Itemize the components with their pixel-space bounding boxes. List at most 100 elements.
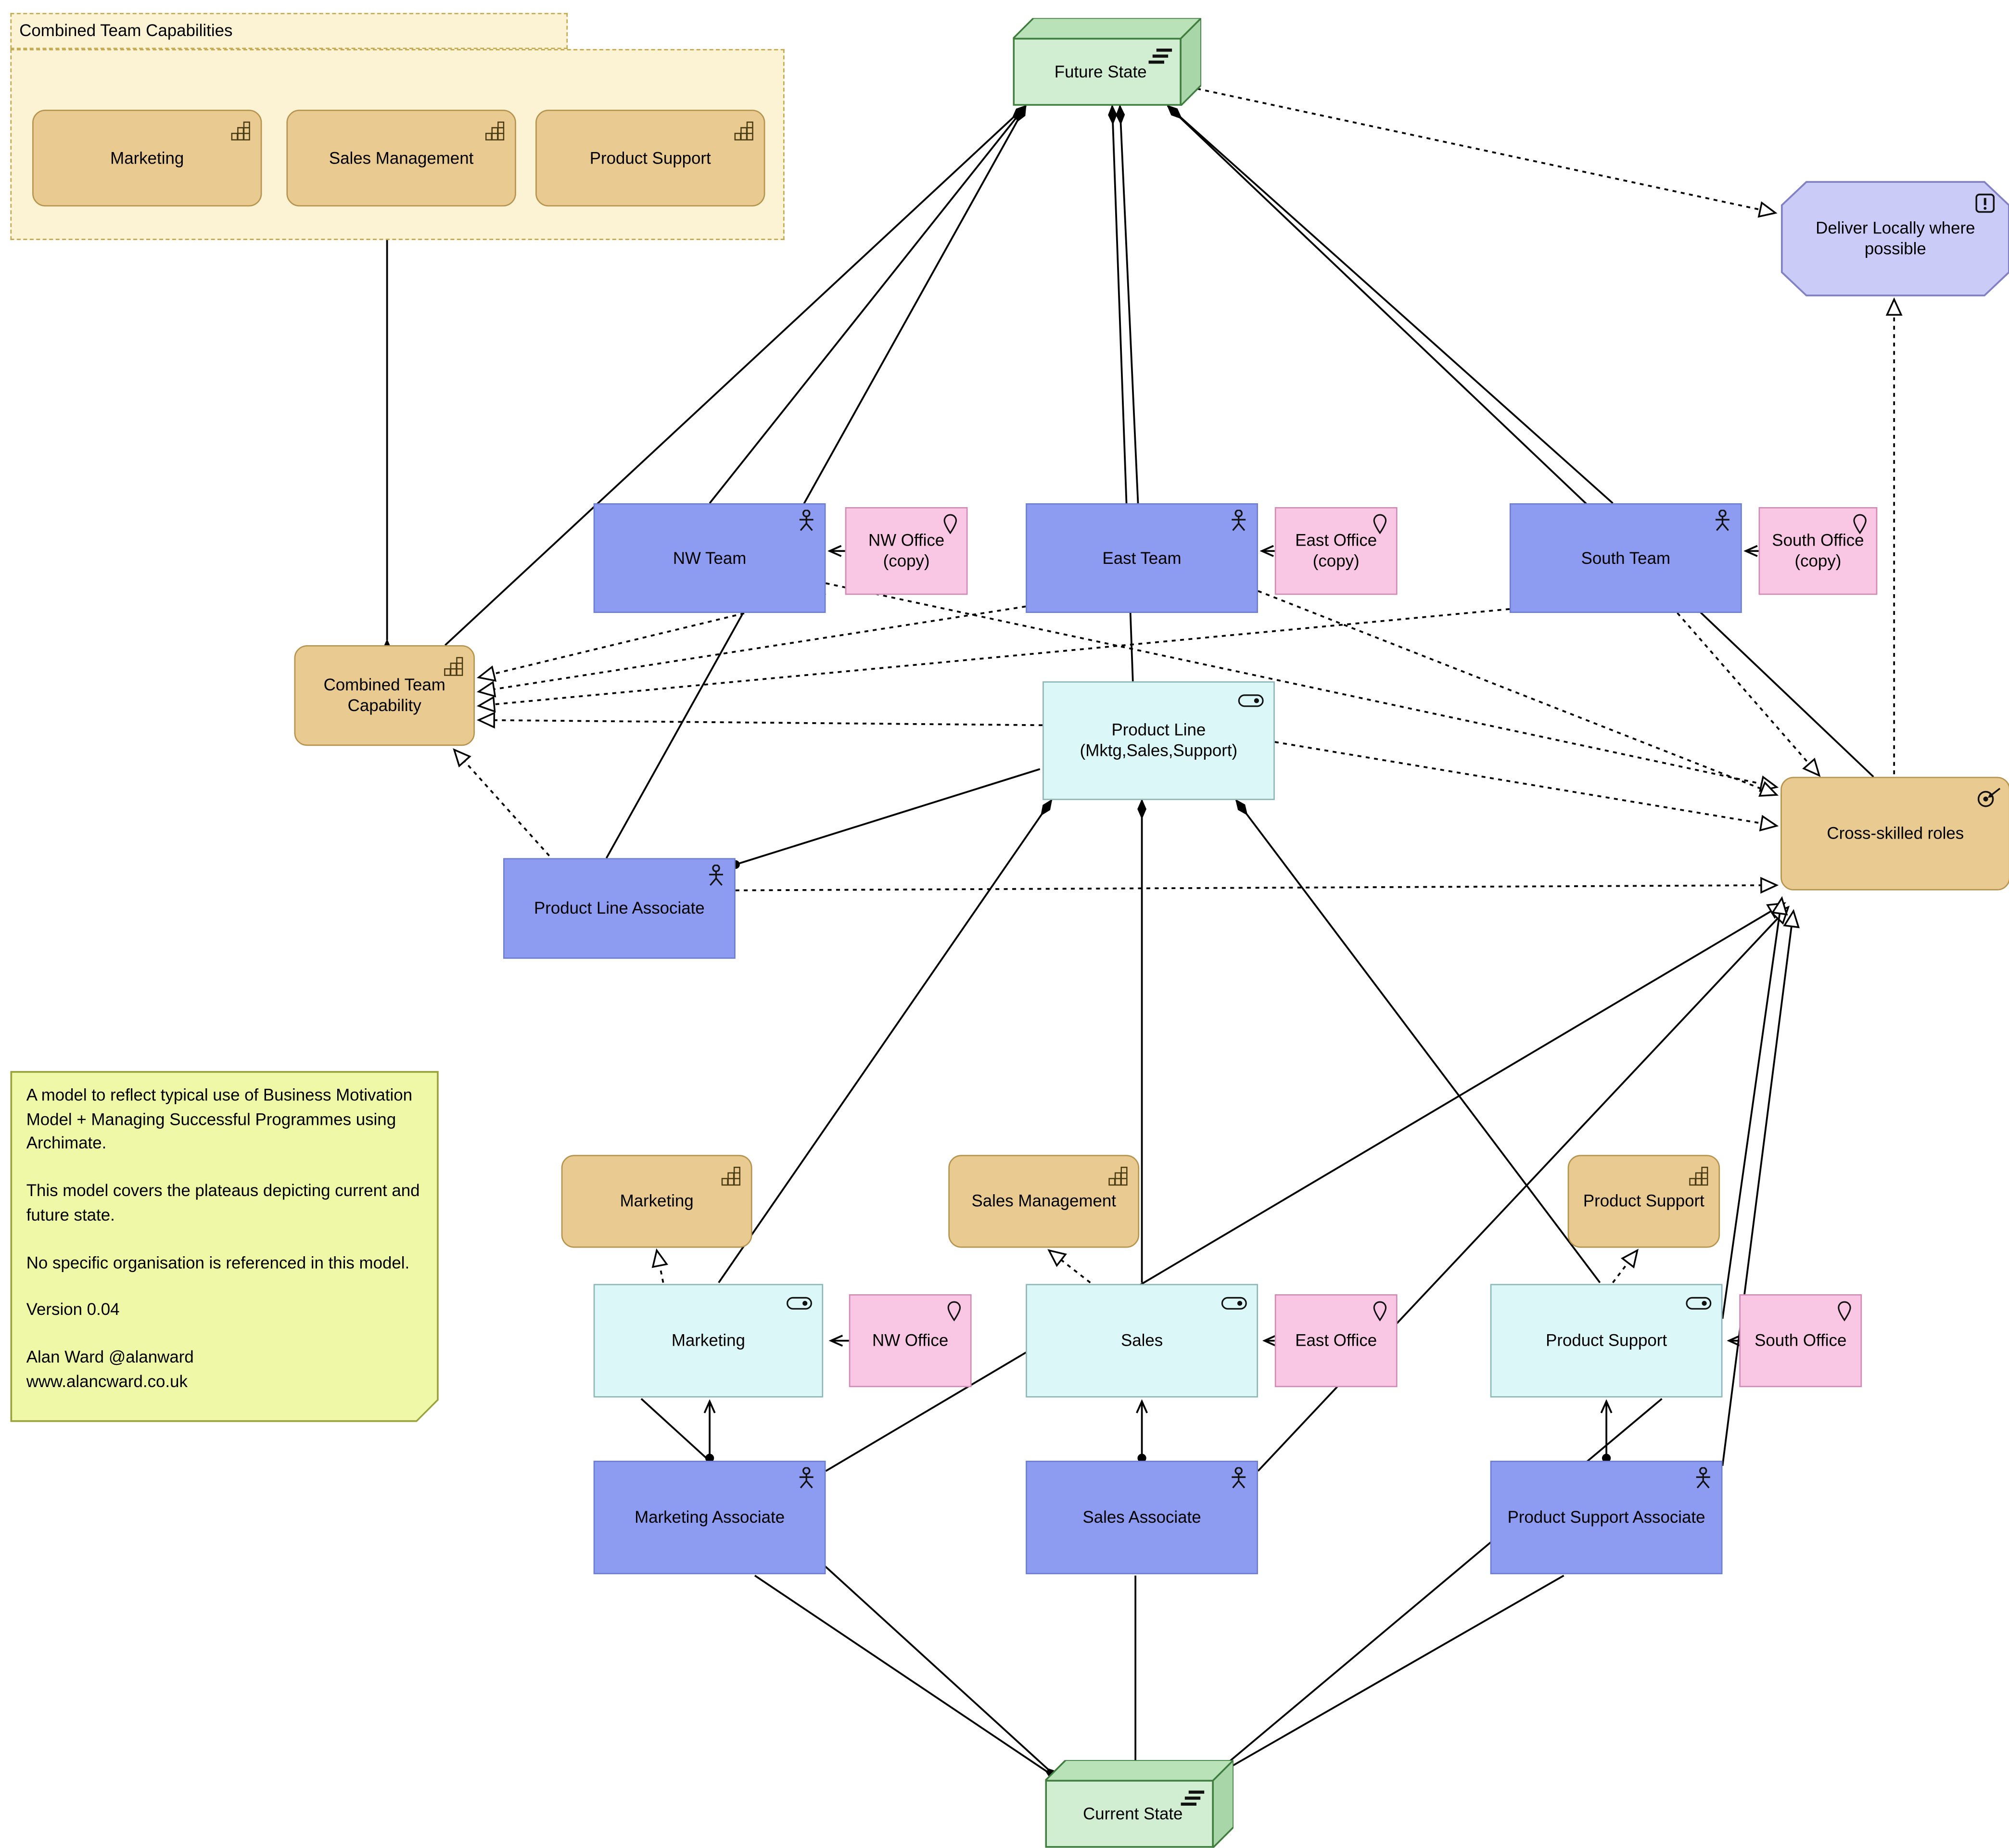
edge-fs-southteam <box>1167 105 1614 504</box>
edge-southteam-ctc <box>479 608 1510 706</box>
actor-icon <box>1230 1467 1248 1489</box>
product-label: Product Line (Mktg,Sales,Support) <box>1080 720 1238 760</box>
edge-fs-pla <box>605 104 1027 859</box>
plateau-shape <box>1045 1760 1233 1848</box>
actor-icon <box>797 510 815 532</box>
plateau-future-state[interactable]: Future State <box>1013 18 1201 106</box>
actor-south-team[interactable]: South Team <box>1509 503 1742 613</box>
edge-fs-ctc <box>445 105 1027 646</box>
actor-icon <box>707 865 725 887</box>
capability-label: Sales Management <box>971 1191 1116 1211</box>
requirement-label: Deliver Locally where possible <box>1816 218 1975 258</box>
location-icon <box>1836 1300 1853 1321</box>
capability-label: Marketing <box>620 1191 694 1211</box>
edge-psassoc-csr <box>1721 911 1793 1466</box>
location-nw-office[interactable]: NW Office <box>849 1294 972 1388</box>
capability-icon <box>721 1167 740 1186</box>
actor-label: South Team <box>1581 548 1671 567</box>
capability-marketing-group[interactable]: Marketing <box>32 109 262 207</box>
actor-label: Marketing Associate <box>635 1507 785 1527</box>
edge-support-cap <box>1612 1250 1638 1284</box>
capability-sales-management[interactable]: Sales Management <box>948 1155 1140 1248</box>
product-label: Product Support <box>1546 1330 1667 1350</box>
product-marketing[interactable]: Marketing <box>593 1284 824 1398</box>
edge-fs-csr <box>1167 105 1874 777</box>
edge-cs-psassoc <box>1205 1575 1564 1782</box>
actor-icon <box>1230 510 1248 532</box>
product-icon <box>1221 1297 1247 1310</box>
product-product-support[interactable]: Product Support <box>1490 1284 1723 1398</box>
capability-product-support-group[interactable]: Product Support <box>535 109 765 207</box>
location-east-office-copy[interactable]: East Office (copy) <box>1274 507 1398 595</box>
group-title: Combined Team Capabilities <box>19 21 233 40</box>
capability-icon <box>1689 1167 1708 1186</box>
note-text: A model to reflect typical use of Busine… <box>12 1073 437 1420</box>
edge-fs-deliver <box>1180 84 1775 213</box>
edge-southteam-csr <box>1677 612 1819 776</box>
location-icon <box>946 1300 963 1321</box>
edge-eastteam-ctc <box>479 605 1026 692</box>
actor-label: NW Team <box>673 548 747 567</box>
capability-icon <box>1108 1167 1128 1186</box>
edge-pl-marketing <box>718 799 1053 1283</box>
location-label: East Office (copy) <box>1295 530 1377 571</box>
location-south-office[interactable]: South Office <box>1739 1294 1862 1388</box>
edge-pla-ctc <box>454 750 556 863</box>
actor-product-line-associate[interactable]: Product Line Associate <box>503 858 736 959</box>
edge-cs-support <box>1205 1398 1663 1782</box>
edge-sales-cap <box>1049 1250 1091 1284</box>
product-icon <box>786 1297 813 1310</box>
plateau-label: Current State <box>1083 1804 1183 1823</box>
edge-fs-eastteam <box>1116 104 1139 504</box>
actor-icon <box>1714 510 1732 532</box>
product-icon <box>1237 694 1264 707</box>
actor-icon <box>1694 1467 1712 1489</box>
location-south-office-copy[interactable]: South Office (copy) <box>1758 507 1878 595</box>
capability-label: Product Support <box>1583 1191 1704 1211</box>
goal-label: Cross-skilled roles <box>1827 823 1964 843</box>
edge-nwteam-csr <box>826 582 1777 787</box>
product-sales[interactable]: Sales <box>1026 1284 1258 1398</box>
capability-label: Product Support <box>589 148 711 167</box>
capability-product-support[interactable]: Product Support <box>1567 1155 1720 1248</box>
requirement-deliver-locally[interactable]: Deliver Locally where possible <box>1780 180 2009 297</box>
capability-icon <box>231 121 250 140</box>
location-label: South Office (copy) <box>1772 530 1864 571</box>
capability-icon <box>444 657 463 676</box>
product-product-line[interactable]: Product Line (Mktg,Sales,Support) <box>1043 681 1275 800</box>
capability-icon <box>485 121 504 140</box>
location-nw-office-copy[interactable]: NW Office (copy) <box>845 507 968 595</box>
edge-pl-csr <box>1274 741 1777 826</box>
product-label: Sales <box>1120 1330 1163 1350</box>
actor-nw-team[interactable]: NW Team <box>593 503 826 613</box>
actor-icon <box>797 1467 815 1489</box>
edge-supportfn-csr <box>1721 898 1781 1319</box>
edge-pl-ctc <box>479 720 1043 726</box>
plateau-current-state[interactable]: Current State <box>1045 1760 1233 1848</box>
group-combined-team-capabilities-tab[interactable]: Combined Team Capabilities <box>10 13 568 49</box>
goal-cross-skilled-roles[interactable]: Cross-skilled roles <box>1780 777 2009 891</box>
capability-icon <box>734 121 753 140</box>
edge-cs-mktassoc <box>754 1575 1062 1782</box>
edge-pl-support <box>1235 799 1601 1284</box>
capability-label: Marketing <box>110 148 184 167</box>
product-label: Marketing <box>671 1330 745 1350</box>
actor-sales-associate[interactable]: Sales Associate <box>1026 1461 1258 1575</box>
capability-sales-management-group[interactable]: Sales Management <box>286 109 516 207</box>
actor-east-team[interactable]: East Team <box>1026 503 1258 613</box>
plateau-shape <box>1013 18 1201 106</box>
location-east-office[interactable]: East Office <box>1274 1294 1398 1388</box>
plateau-label: Future State <box>1054 62 1147 82</box>
edge-marketing-cap <box>657 1250 663 1283</box>
capability-combined-team[interactable]: Combined Team Capability <box>294 645 475 746</box>
actor-label: Sales Associate <box>1082 1507 1201 1527</box>
capability-label: Combined Team Capability <box>323 675 445 715</box>
capability-marketing[interactable]: Marketing <box>561 1155 752 1248</box>
note[interactable]: A model to reflect typical use of Busine… <box>10 1071 438 1422</box>
location-label: East Office <box>1295 1330 1377 1350</box>
goal-icon <box>1975 787 2001 808</box>
actor-marketing-associate[interactable]: Marketing Associate <box>593 1461 826 1575</box>
actor-product-support-associate[interactable]: Product Support Associate <box>1490 1461 1723 1575</box>
